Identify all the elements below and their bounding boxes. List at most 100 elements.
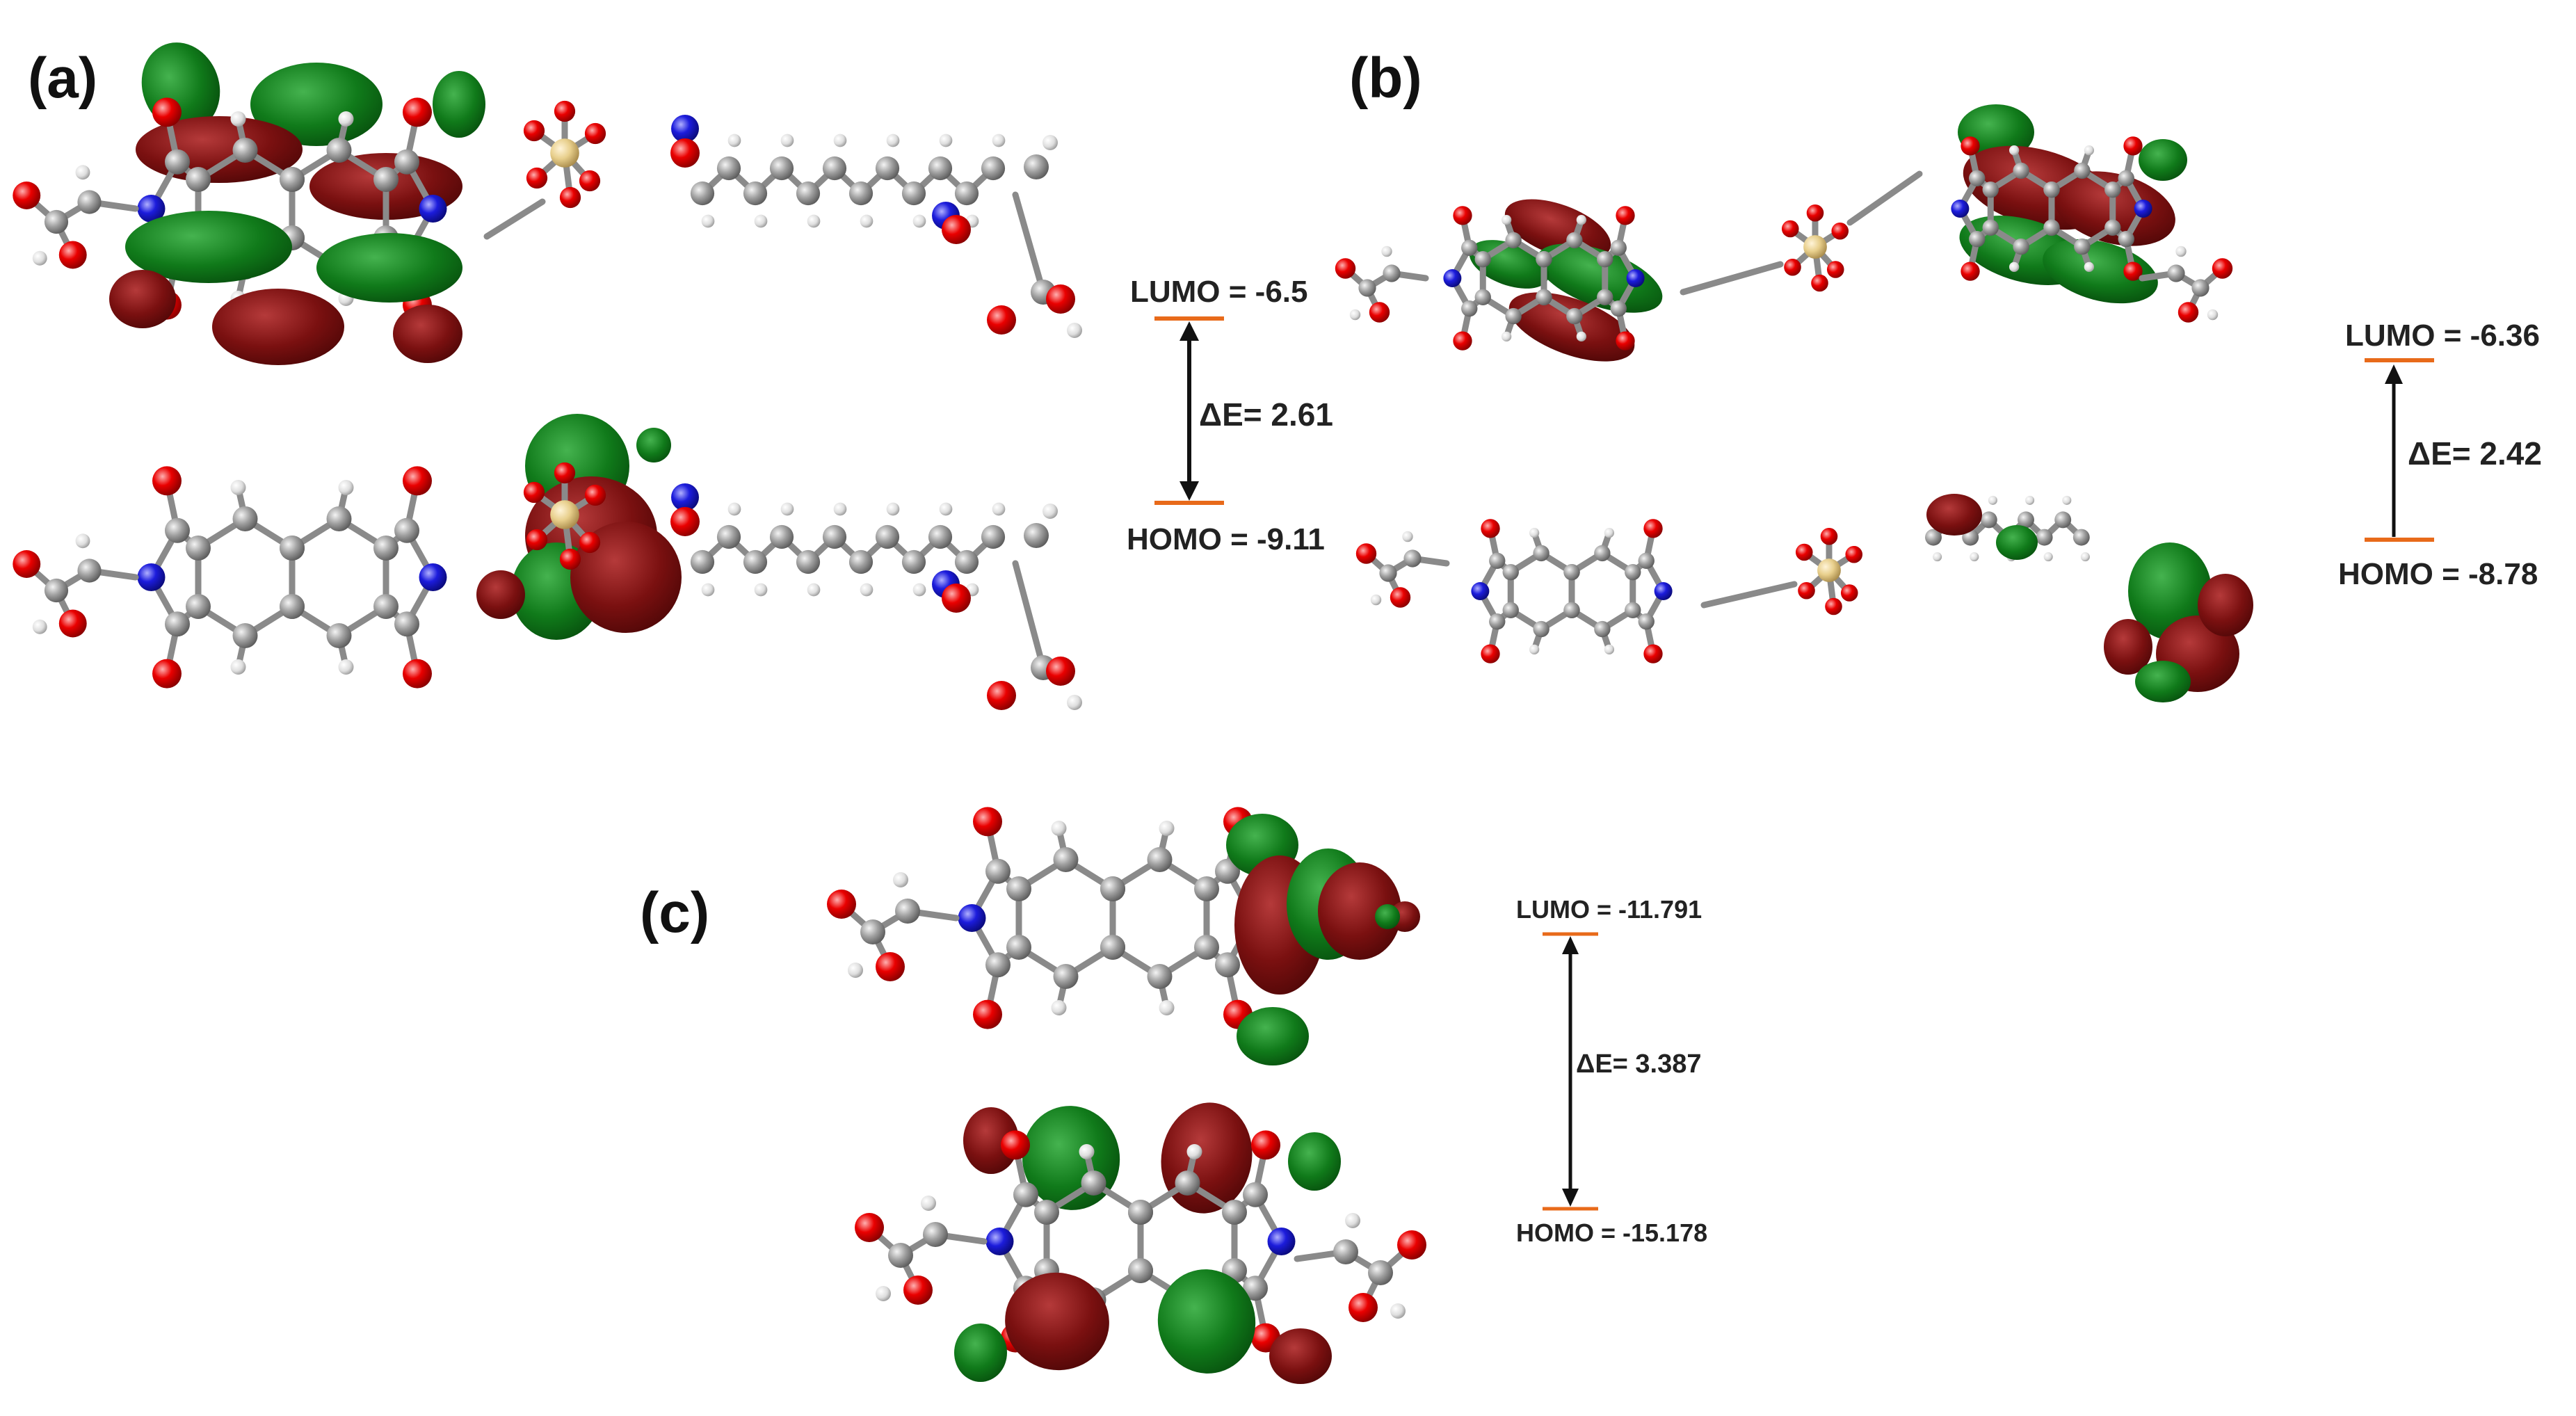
oxygen-atom [1781, 220, 1799, 238]
oxygen-atom [1481, 644, 1500, 663]
hydrogen-atom [886, 134, 900, 147]
bond [1846, 170, 1923, 226]
nitrogen-atom [137, 195, 166, 223]
carbon-atom [1100, 935, 1125, 960]
hydrogen-atom [912, 214, 926, 228]
oxygen-atom [1453, 206, 1472, 225]
panel-c-energy-diagram: LUMO = -11.791 HOMO = -15.178 ΔE= 3.387 [1516, 895, 1707, 1247]
carbon-atom [1566, 232, 1583, 249]
carbon-atom [186, 594, 211, 619]
carbon-atom [280, 594, 305, 619]
hydrogen-atom [2207, 309, 2219, 321]
carbon-atom [1358, 279, 1376, 297]
carbon-atom [326, 623, 352, 648]
oxygen-atom [526, 167, 548, 189]
oxygen-atom [1481, 519, 1500, 538]
oxygen-atom [973, 807, 1002, 837]
oxygen-atom [1825, 597, 1842, 616]
oxygen-atom [554, 462, 576, 484]
carbon-atom [928, 156, 953, 181]
panel-c-lumo-label: LUMO = -11.791 [1516, 895, 1702, 924]
carbon-atom [1053, 964, 1079, 989]
oxygen-atom [1001, 1130, 1030, 1160]
carbon-atom [1147, 964, 1173, 989]
carbon-atom [1625, 602, 1641, 618]
bond [1680, 261, 1784, 296]
carbon-atom [1034, 1200, 1059, 1225]
orbital-lobe-red [1926, 494, 1982, 536]
hydrogen-atom [992, 502, 1006, 516]
carbon-atom [1147, 847, 1173, 872]
hydrogen-atom [754, 214, 768, 228]
carbon-atom [1024, 154, 1049, 179]
carbon-atom [1403, 549, 1422, 568]
orbital-lobe-green [316, 233, 462, 303]
panel-b-label: (b) [1349, 47, 1422, 110]
oxygen-atom [523, 481, 545, 504]
carbon-atom [326, 506, 352, 531]
nitrogen-atom [671, 483, 699, 511]
carbon-atom [1100, 876, 1125, 901]
carbon-atom [2043, 219, 2060, 236]
oxygen-atom [1453, 331, 1472, 351]
carbon-atom [1502, 564, 1519, 581]
hydrogen-atom [230, 480, 246, 495]
hydrogen-atom [32, 619, 47, 634]
hydrogen-atom [833, 134, 847, 147]
oxygen-atom [1961, 136, 1980, 156]
carbon-atom [1333, 1239, 1358, 1264]
nitrogen-atom [2134, 200, 2152, 218]
carbon-atom [1053, 847, 1079, 872]
carbon-atom [394, 149, 419, 175]
oxygen-atom [2123, 136, 2143, 156]
orbital-lobe-red [1269, 1328, 1332, 1384]
carbon-atom [1638, 552, 1655, 570]
carbon-atom [1597, 289, 1613, 305]
metal-atom [1803, 235, 1827, 259]
hydrogen-atom [2080, 552, 2090, 562]
oxygen-atom [1251, 1130, 1280, 1160]
orbital-lobe-green [1237, 1007, 1309, 1065]
hydrogen-atom [230, 659, 246, 675]
orbital-lobe-red [2104, 619, 2152, 675]
orbital-lobe-red [212, 289, 344, 365]
hydrogen-atom [2084, 145, 2095, 156]
hydrogen-atom [921, 1196, 936, 1211]
carbon-atom [1982, 182, 1999, 198]
oxygen-atom [526, 529, 548, 551]
hydrogen-atom [32, 250, 47, 266]
hydrogen-atom [1501, 215, 1512, 225]
carbon-atom [743, 549, 768, 574]
hydrogen-atom [1390, 1303, 1406, 1319]
oxygen-atom [1845, 545, 1863, 563]
hydrogen-atom [939, 134, 953, 147]
orbital-lobe-green [1375, 904, 1400, 929]
carbon-atom [860, 919, 885, 944]
carbon-atom [186, 167, 211, 192]
metal-atom [550, 138, 579, 168]
oxygen-atom [559, 548, 581, 570]
oxygen-atom [1397, 1230, 1426, 1260]
oxygen-atom [1820, 527, 1838, 545]
hydrogen-atom [1079, 1144, 1095, 1159]
carbon-atom [1489, 552, 1506, 570]
metal-atom [1817, 558, 1841, 582]
panel-b-homo-label: HOMO = -8.78 [2338, 557, 2538, 591]
carbon-atom [1566, 307, 1583, 325]
carbon-atom [1013, 1182, 1038, 1207]
oxygen-atom [2177, 302, 2199, 323]
carbon-atom [1474, 251, 1491, 268]
oxygen-atom [903, 1276, 933, 1305]
carbon-atom [901, 181, 926, 206]
oxygen-atom [1349, 1293, 1378, 1322]
carbon-atom [1969, 170, 1986, 187]
carbon-atom [928, 524, 953, 549]
carbon-atom [1505, 307, 1522, 325]
hydrogen-atom [727, 134, 741, 147]
carbon-atom [232, 623, 258, 648]
nitrogen-atom [1443, 269, 1462, 287]
carbon-atom [394, 611, 419, 637]
panel-a-arrow-head-down [1180, 481, 1199, 501]
oxygen-atom [2123, 262, 2143, 281]
